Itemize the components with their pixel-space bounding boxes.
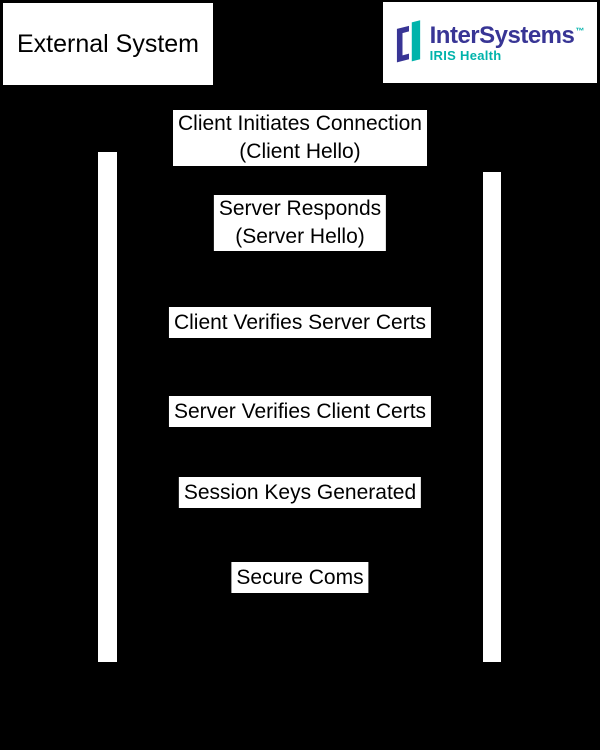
message-client-verifies-server-certs: Client Verifies Server Certs xyxy=(168,307,432,338)
message-line: Server Verifies Client Certs xyxy=(173,400,427,423)
message-line: Client Initiates Connection xyxy=(178,112,422,135)
product-name: IRIS Health xyxy=(429,47,502,63)
activation-bar-iris xyxy=(483,172,501,662)
message-line: Server Responds xyxy=(218,197,382,220)
activation-bar-external-system xyxy=(98,152,117,662)
logo-text: InterSystems™ IRIS Health xyxy=(429,21,585,63)
message-line: Secure Coms xyxy=(236,566,364,589)
actor-box-intersystems-iris: InterSystems™ IRIS Health xyxy=(383,2,597,83)
message-secure-coms: Secure Coms xyxy=(231,562,369,593)
logo-frame-shape xyxy=(396,25,409,62)
trademark-symbol: ™ xyxy=(575,25,585,36)
brand-name: InterSystems xyxy=(429,21,575,49)
message-client-hello: Client Initiates Connection (Client Hell… xyxy=(173,110,427,166)
message-server-hello: Server Responds (Server Hello) xyxy=(213,195,387,251)
intersystems-door-icon xyxy=(396,19,420,62)
brand-line: InterSystems™ xyxy=(429,21,585,49)
message-line: (Server Hello) xyxy=(235,225,365,248)
intersystems-logo: InterSystems™ IRIS Health xyxy=(396,19,585,67)
message-line: Client Verifies Server Certs xyxy=(173,311,427,334)
message-session-keys-generated: Session Keys Generated xyxy=(178,477,422,508)
actor-label-external-system: External System xyxy=(16,29,199,58)
message-line: (Client Hello) xyxy=(239,140,361,163)
actor-box-external-system: External System xyxy=(3,3,213,85)
logo-panel-shape xyxy=(411,19,420,61)
message-server-verifies-client-certs: Server Verifies Client Certs xyxy=(168,396,432,427)
message-line: Session Keys Generated xyxy=(183,481,417,504)
